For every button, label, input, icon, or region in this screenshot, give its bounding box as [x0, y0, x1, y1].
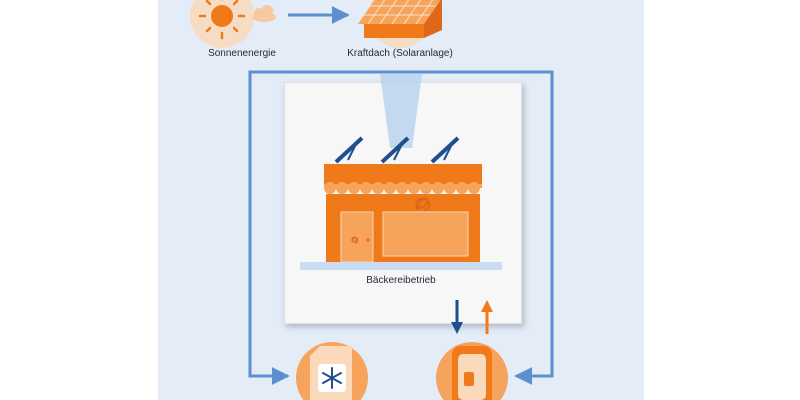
battery-storage-icon [436, 342, 508, 400]
cloud-icon [252, 5, 276, 22]
line-roof-left-to-freezer [248, 70, 400, 385]
light-beam [380, 74, 422, 148]
line-roof-right-to-battery [400, 70, 554, 385]
pretzel-icon [415, 197, 430, 211]
solar-panel-icon [334, 136, 460, 164]
arrow-bakery-to-battery [451, 300, 463, 334]
label-power-roof: Kraftdach (Solaranlage) [347, 48, 453, 59]
label-solar-energy: Sonnenenergie [208, 48, 276, 59]
sun-icon [190, 0, 254, 48]
label-bakery: Bäckereibetrieb [366, 275, 436, 286]
solar-roof-icon [358, 0, 442, 48]
snowflake-icon [322, 367, 342, 389]
arrow-battery-to-bakery [481, 300, 493, 334]
bakery-building-icon [300, 164, 502, 270]
pretzel-icon-door [351, 236, 359, 244]
